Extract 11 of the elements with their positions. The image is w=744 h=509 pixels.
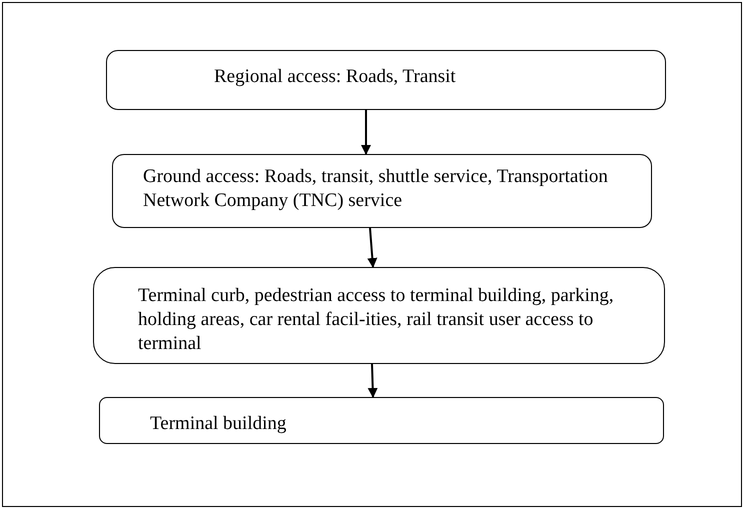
arrow (368, 364, 378, 398)
box-text: Regional access: Roads, Transit (214, 65, 457, 89)
box-text: Terminal curb, pedestrian access to terminal building, parking, holding areas, car rental facil-ities, rail transit user access to terminal (138, 284, 615, 356)
box-text: Ground access: Roads, transit, shuttle service, Transportation Network Company (TNC) service (143, 165, 609, 213)
process-box (106, 50, 666, 110)
box-text: Terminal building (150, 412, 288, 436)
arrow (361, 110, 371, 155)
process-box (99, 397, 664, 444)
process-box (112, 154, 652, 228)
process-box (93, 267, 665, 364)
arrow (367, 228, 378, 268)
